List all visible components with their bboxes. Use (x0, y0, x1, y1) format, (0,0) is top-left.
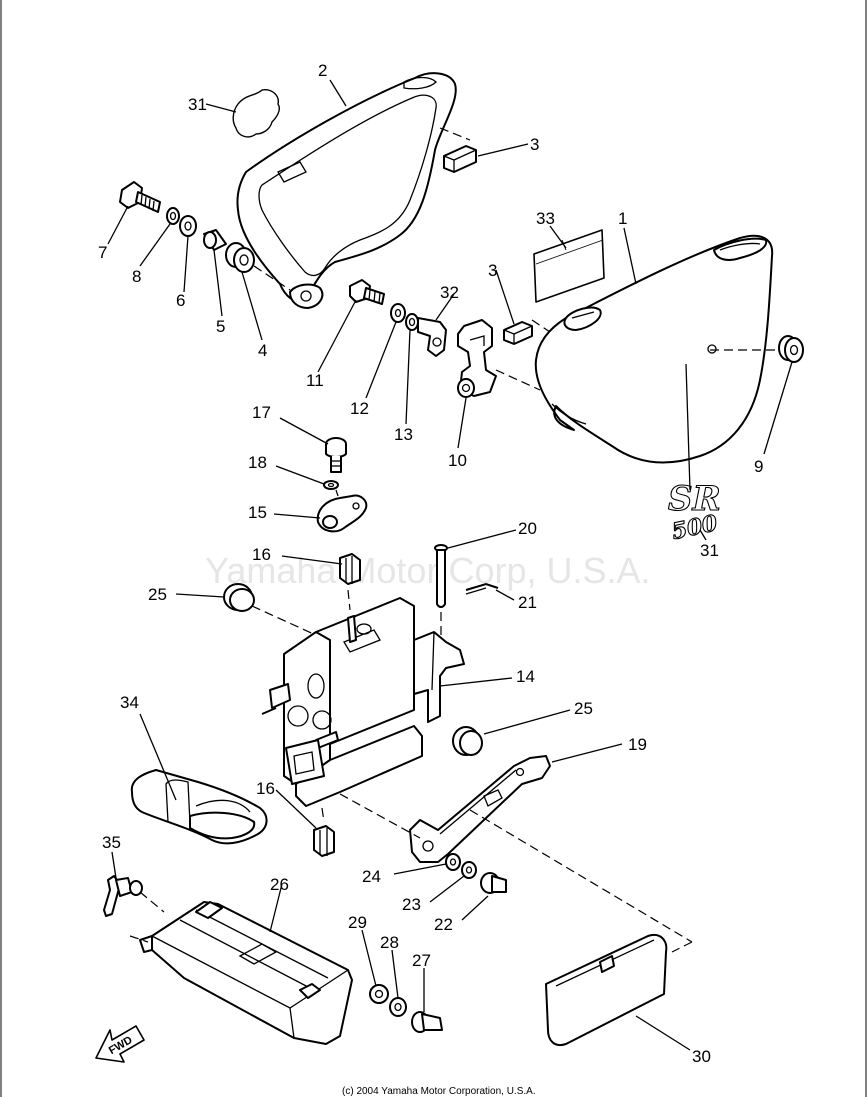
callout-14: 14 (516, 667, 535, 686)
grommet-9 (778, 335, 804, 363)
callout-16-lower: 16 (256, 779, 275, 798)
washer-8 (166, 207, 180, 225)
washer-28 (389, 997, 407, 1017)
holder-10 (457, 319, 497, 398)
bolt-20 (434, 544, 448, 608)
callout-1: 1 (618, 209, 627, 228)
callout-labels: 31 2 3 7 8 6 5 4 33 1 3 32 11 12 13 10 9… (98, 61, 763, 1066)
copyright-footer: (c) 2004 Yamaha Motor Corporation, U.S.A… (342, 1086, 536, 1097)
callout-4: 4 (258, 341, 267, 360)
bolt-22 (480, 872, 507, 894)
callout-22: 22 (434, 915, 453, 934)
left-side-cover (236, 72, 457, 309)
bolt-17 (325, 437, 347, 473)
grommet-25-right (452, 726, 483, 756)
callout-34: 34 (120, 693, 139, 712)
callout-12: 12 (350, 399, 369, 418)
fwd-arrow: FWD (95, 1025, 145, 1063)
bolt-27 (411, 1011, 443, 1033)
cover-30 (545, 934, 668, 1046)
emblem-decal (232, 89, 281, 138)
callout-18: 18 (248, 453, 267, 472)
callout-33: 33 (536, 209, 555, 228)
callout-20: 20 (518, 519, 537, 538)
collar-5 (203, 229, 227, 251)
washer-13 (405, 313, 419, 331)
callout-26: 26 (270, 875, 289, 894)
washer-23 (461, 861, 477, 879)
band-34 (130, 769, 268, 845)
callout-17: 17 (252, 403, 271, 422)
stay-19 (409, 755, 551, 863)
battery-box (261, 597, 465, 807)
svg-text:SR: SR (668, 479, 721, 519)
bolt-7 (119, 181, 161, 213)
callout-9: 9 (754, 457, 763, 476)
callout-13: 13 (394, 425, 413, 444)
callout-6: 6 (176, 291, 185, 310)
callout-31: 31 (188, 95, 207, 114)
callout-3-lower: 3 (488, 261, 497, 280)
callout-8: 8 (132, 267, 141, 286)
callout-23: 23 (402, 895, 421, 914)
cover-hole (707, 344, 717, 354)
caution-label (533, 229, 605, 303)
clip-lower (503, 321, 533, 345)
bracket-32 (417, 317, 447, 357)
callout-31-emblem: 31 (700, 541, 719, 560)
watermark: Yamaha Motor Corp, U.S.A. (205, 550, 651, 591)
callout-16: 16 (252, 545, 271, 564)
callout-25-right: 25 (574, 699, 593, 718)
callout-27: 27 (412, 951, 431, 970)
bracket-15 (316, 494, 368, 533)
bolt-11 (349, 279, 385, 305)
callout-19: 19 (628, 735, 647, 754)
callout-7: 7 (98, 243, 107, 262)
callout-10: 10 (448, 451, 467, 470)
callout-29: 29 (348, 913, 367, 932)
callout-2: 2 (318, 61, 327, 80)
washer-29 (369, 984, 389, 1004)
grommet-25-left (223, 583, 255, 612)
callout-5: 5 (216, 317, 225, 336)
washer-24 (445, 853, 461, 871)
callout-30: 30 (692, 1047, 711, 1066)
callout-28: 28 (380, 933, 399, 952)
callout-11: 11 (306, 371, 324, 390)
clip-upper (443, 145, 477, 173)
sr500-emblem: SR 500 (667, 478, 721, 545)
callout-32: 32 (440, 283, 459, 302)
grommet-4 (225, 242, 255, 273)
washer-12 (390, 303, 406, 323)
callout-24: 24 (362, 867, 381, 886)
lever-35 (103, 875, 143, 917)
callout-21: 21 (518, 593, 537, 612)
washer-18 (323, 480, 339, 490)
leader-lines (107, 79, 793, 1051)
collar-16-upper (339, 553, 361, 585)
callout-15: 15 (248, 503, 267, 522)
right-side-cover (534, 234, 774, 464)
callout-3: 3 (530, 135, 539, 154)
pin-21 (465, 582, 499, 595)
battery-26 (139, 901, 353, 1045)
callout-25: 25 (148, 585, 167, 604)
callout-35: 35 (102, 833, 121, 852)
washer-6 (179, 215, 197, 237)
collar-16-lower (313, 825, 335, 857)
